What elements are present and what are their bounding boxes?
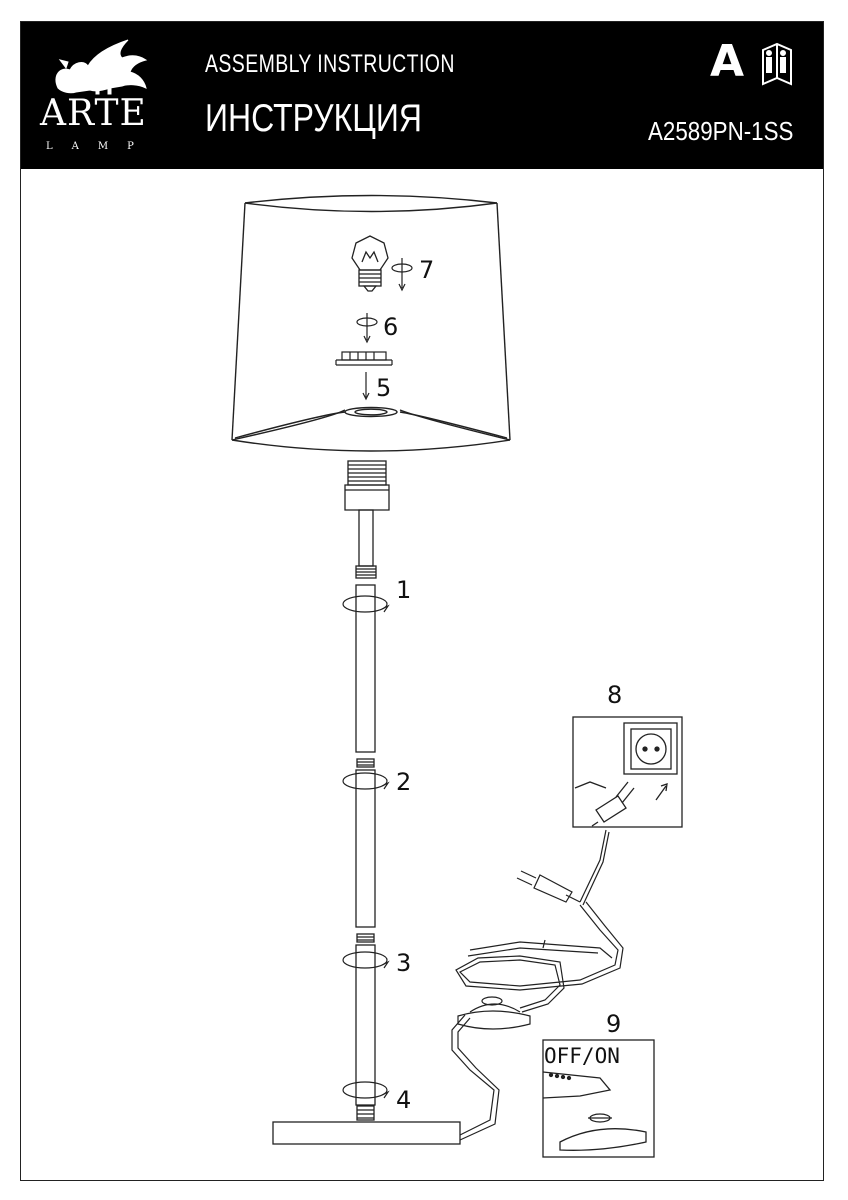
- brand-logo-subtext: LAMP: [46, 141, 153, 152]
- griffin-logo-icon: [55, 39, 148, 95]
- switch-label: OFF/ON: [544, 1044, 620, 1068]
- step-8-label: 8: [607, 681, 623, 709]
- wall-socket-icon: [572, 716, 683, 828]
- page-frame: [20, 21, 824, 1181]
- light-bulb-icon: [351, 235, 389, 292]
- step-5-label: 5: [376, 374, 392, 402]
- step-9-label: 9: [606, 1010, 622, 1038]
- step-1-label: 1: [396, 576, 412, 604]
- rotate-arrow-icon: [356, 258, 413, 344]
- plug-icon: [516, 829, 610, 906]
- lamp-shade: [231, 194, 511, 452]
- power-cord: [451, 901, 624, 1141]
- stand-poles: [272, 584, 461, 1145]
- ring-nut: [335, 351, 393, 366]
- down-arrow: [362, 372, 370, 401]
- title-english: ASSEMBLY INSTRUCTION: [205, 50, 455, 78]
- switch-detail-box: [542, 1039, 655, 1158]
- manual-book-icon: [762, 42, 792, 86]
- foot-switch-icon: [457, 996, 531, 1030]
- lamp-socket: [344, 460, 390, 579]
- step-3-label: 3: [396, 949, 412, 977]
- step-4-label: 4: [396, 1086, 412, 1114]
- model-number: A2589PN-1SS: [648, 116, 794, 146]
- step-6-label: 6: [383, 313, 399, 341]
- header-bar: [21, 22, 823, 169]
- brand-logo-text: ARTE: [40, 93, 147, 134]
- step-7-label: 7: [419, 256, 435, 284]
- rotate-arrow-icon: [342, 595, 390, 1099]
- title-russian: ИНСТРУКЦИЯ: [205, 97, 422, 140]
- step-2-label: 2: [396, 768, 412, 796]
- category-badge: A: [710, 36, 745, 87]
